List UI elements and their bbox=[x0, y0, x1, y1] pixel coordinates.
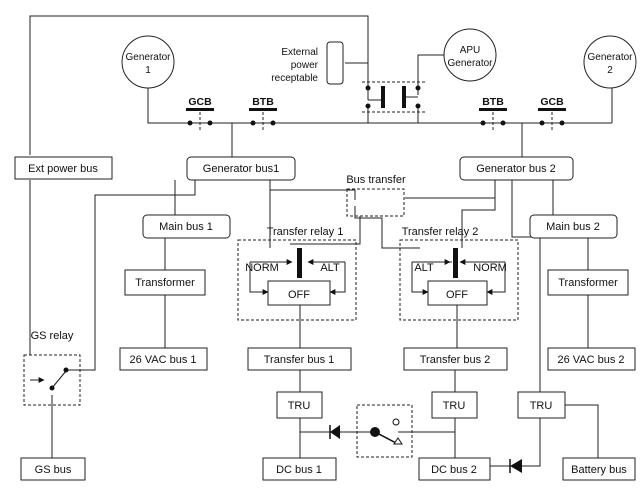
svg-text:power: power bbox=[291, 60, 319, 71]
svg-text:TRU: TRU bbox=[443, 400, 466, 412]
external-power-contactor bbox=[362, 81, 425, 113]
svg-text:BTB: BTB bbox=[482, 96, 504, 108]
main-bus-1: Main bus 1 bbox=[142, 214, 231, 239]
transfer-relay-2: Transfer relay 2 ALT NORM OFF bbox=[399, 226, 519, 321]
gcb-2: GCB bbox=[538, 96, 566, 132]
svg-text:Ext power bus: Ext power bus bbox=[28, 163, 98, 175]
gs-bus: GS bus bbox=[20, 457, 86, 481]
gcb-1: GCB bbox=[186, 96, 214, 132]
svg-text:APU: APU bbox=[460, 45, 481, 56]
svg-text:receptable: receptable bbox=[271, 73, 318, 84]
svg-text:Generator: Generator bbox=[587, 52, 633, 63]
generator-2: Generator 2 bbox=[583, 35, 637, 89]
generator-bus-2: Generator bus 2 bbox=[459, 156, 574, 181]
svg-text:2: 2 bbox=[607, 65, 613, 76]
svg-text:Main bus 1: Main bus 1 bbox=[159, 221, 213, 233]
generator-bus-1: Generator bus1 bbox=[186, 156, 296, 181]
transfer-bus-1: Transfer bus 1 bbox=[247, 347, 352, 371]
tru-3: TRU bbox=[517, 391, 566, 419]
main-bus-2: Main bus 2 bbox=[529, 214, 618, 239]
svg-text:DC bus 1: DC bus 1 bbox=[276, 464, 322, 476]
svg-text:ALT: ALT bbox=[320, 262, 340, 274]
svg-text:GS bus: GS bus bbox=[35, 464, 72, 476]
transfer-relay-1: Transfer relay 1 NORM ALT OFF bbox=[237, 226, 357, 321]
svg-text:GS relay: GS relay bbox=[31, 330, 74, 342]
svg-text:Battery bus: Battery bus bbox=[571, 464, 627, 476]
svg-text:Transfer bus 2: Transfer bus 2 bbox=[420, 354, 491, 366]
svg-text:Transfer bus 1: Transfer bus 1 bbox=[264, 354, 335, 366]
svg-text:Generator bus 2: Generator bus 2 bbox=[476, 163, 556, 175]
svg-text:1: 1 bbox=[145, 65, 151, 76]
svg-text:DC bus 2: DC bus 2 bbox=[431, 464, 477, 476]
transfer-bus-2: Transfer bus 2 bbox=[403, 347, 508, 371]
svg-text:OFF: OFF bbox=[288, 289, 310, 301]
svg-text:Transfer relay 2: Transfer relay 2 bbox=[402, 226, 479, 238]
svg-text:Transformer: Transformer bbox=[135, 277, 195, 289]
svg-text:BTB: BTB bbox=[252, 96, 274, 108]
apu-generator: APU Generator bbox=[417, 28, 497, 95]
diode bbox=[509, 459, 522, 473]
svg-text:OFF: OFF bbox=[446, 289, 468, 301]
svg-text:NORM: NORM bbox=[245, 262, 279, 274]
svg-text:GCB: GCB bbox=[188, 96, 212, 108]
transformer-2: Transformer bbox=[547, 269, 629, 296]
svg-text:NORM: NORM bbox=[473, 262, 507, 274]
relay-arrows bbox=[250, 259, 505, 295]
generator-1: Generator 1 bbox=[121, 35, 175, 89]
svg-text:Bus transfer: Bus transfer bbox=[346, 174, 406, 186]
svg-text:ALT: ALT bbox=[414, 262, 434, 274]
dc-bus-1: DC bus 1 bbox=[262, 457, 337, 481]
btb-2: BTB bbox=[479, 96, 507, 132]
tru-2: TRU bbox=[431, 391, 478, 419]
wiring bbox=[29, 15, 613, 467]
svg-text:Main bus 2: Main bus 2 bbox=[546, 221, 600, 233]
svg-text:Generator: Generator bbox=[125, 52, 171, 63]
svg-text:GCB: GCB bbox=[540, 96, 564, 108]
svg-text:TRU: TRU bbox=[288, 400, 311, 412]
external-power-receptacle: External power receptable bbox=[271, 41, 344, 85]
svg-text:External: External bbox=[281, 47, 318, 58]
tru-1: TRU bbox=[276, 391, 323, 419]
btb-1: BTB bbox=[249, 96, 277, 132]
svg-text:Generator: Generator bbox=[447, 58, 493, 69]
svg-text:TRU: TRU bbox=[530, 400, 553, 412]
vac-bus-1: 26 VAC bus 1 bbox=[119, 347, 208, 371]
transformer-1: Transformer bbox=[124, 269, 206, 296]
gs-relay: GS relay bbox=[23, 330, 81, 406]
dc-bus-2: DC bus 2 bbox=[418, 457, 491, 481]
svg-text:Transformer: Transformer bbox=[558, 277, 618, 289]
vac-bus-2: 26 VAC bus 2 bbox=[547, 347, 636, 371]
battery-bus: Battery bus bbox=[562, 457, 636, 481]
ext-power-bus: Ext power bus bbox=[14, 156, 113, 180]
svg-text:26 VAC bus 1: 26 VAC bus 1 bbox=[129, 354, 196, 366]
bus-transfer: Bus transfer bbox=[346, 174, 406, 217]
svg-text:Transfer relay 1: Transfer relay 1 bbox=[267, 226, 344, 238]
dc-tie-switch bbox=[329, 404, 413, 458]
svg-text:26 VAC bus 2: 26 VAC bus 2 bbox=[557, 354, 624, 366]
svg-text:Generator bus1: Generator bus1 bbox=[203, 163, 279, 175]
